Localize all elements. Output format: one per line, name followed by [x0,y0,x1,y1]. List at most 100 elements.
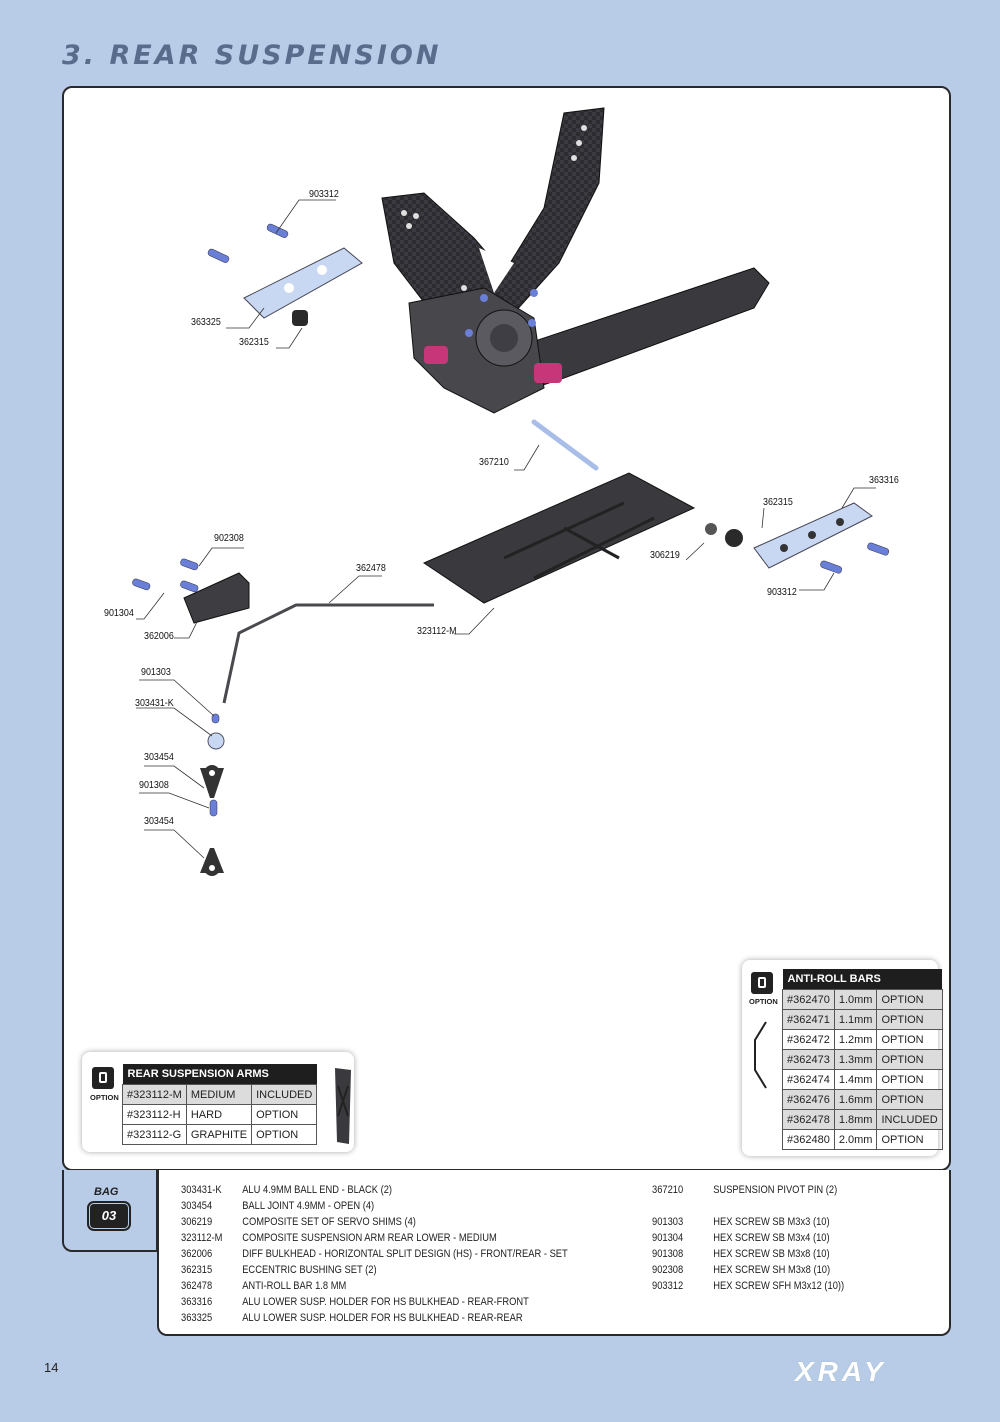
cell: #362480 [782,1129,835,1150]
table-header: REAR SUSPENSION ARMS [122,1064,317,1085]
part-label: 362478 [356,562,386,574]
part-label: 323112-M [417,625,457,637]
cell: OPTION [876,1129,943,1150]
thumbs-up-icon [92,1067,114,1089]
thumbs-up-icon [751,972,773,994]
cell: #362476 [782,1089,835,1110]
cell: #323112-G [122,1124,187,1145]
part-number: 362006 [181,1248,213,1260]
anti-roll-option-box: OPTION ANTI-ROLL BARS #362470 1.0mm OPTI… [742,960,943,1156]
susp-holder-rear [243,247,363,319]
page-title: 3. REAR SUSPENSION [62,40,442,71]
part-number: 323112-M [181,1232,223,1244]
cell: #362472 [782,1029,835,1050]
part-description: DIFF BULKHEAD - HORIZONTAL SPLIT DESIGN … [242,1248,568,1260]
parts-list-item: 362006 DIFF BULKHEAD - HORIZONTAL SPLIT D… [181,1248,568,1260]
cell: 1.2mm [833,1029,878,1050]
cell: GRAPHITE [185,1124,253,1145]
part-label: 362315 [763,496,793,508]
anti-roll-bar-icon [754,1021,767,1089]
part-number: 363325 [181,1312,213,1324]
cell: #362478 [782,1109,835,1130]
cell: #362471 [782,1009,835,1030]
option-word: OPTION [90,1093,119,1102]
part-description: HEX SCREW SB M3x3 (10) [713,1216,830,1228]
part-description: HEX SCREW SH M3x8 (10) [713,1264,831,1276]
brand-logo: XRAY [795,1356,887,1387]
part-description: ALU LOWER SUSP. HOLDER FOR HS BULKHEAD -… [242,1312,523,1324]
cell: 1.1mm [833,1009,878,1030]
parts-list-item: 901304 HEX SCREW SB M3x4 (10) [652,1232,830,1244]
part-number: 901304 [652,1232,684,1244]
part-number: 902308 [652,1264,684,1276]
cell: 1.6mm [833,1089,878,1110]
part-number: 903312 [652,1280,684,1292]
anti-roll-bar [222,603,434,704]
part-label: 363325 [191,316,221,328]
parts-list-item: 363325 ALU LOWER SUSP. HOLDER FOR HS BULK… [181,1312,523,1324]
table-row: #362474 1.4mm OPTION [782,1069,943,1090]
bag-label: BAG [94,1186,119,1198]
pivot-pin [531,419,599,471]
part-label: 367210 [479,456,509,468]
part-description: ECCENTRIC BUSHING SET (2) [242,1264,377,1276]
cell: OPTION [876,1009,943,1030]
bag-number: 03 [87,1201,131,1231]
part-description: HEX SCREW SB M3x4 (10) [713,1232,830,1244]
part-number: 303454 [181,1200,213,1212]
part-label: 902308 [214,532,244,544]
cell: #362474 [782,1069,835,1090]
part-label: 363316 [869,474,899,486]
table-row: #323112-M MEDIUM INCLUDED [122,1084,318,1105]
cell: 1.0mm [833,989,878,1010]
table-row: #362472 1.2mm OPTION [782,1029,943,1050]
parts-list-item: 901303 HEX SCREW SB M3x3 (10) [652,1216,830,1228]
part-label: 303454 [144,815,174,827]
table-row: #362473 1.3mm OPTION [782,1049,943,1070]
part-number: 363316 [181,1296,213,1308]
part-number: 901308 [652,1248,684,1260]
part-description: ALU 4.9MM BALL END - BLACK (2) [242,1184,393,1196]
part-label: 901308 [139,779,169,791]
table-header: ANTI-ROLL BARS [782,969,943,990]
parts-list-item: 903312 HEX SCREW SFH M3x12 (10)) [652,1280,844,1292]
cell: HARD [185,1104,253,1125]
cell: #362473 [782,1049,835,1070]
cell: INCLUDED [876,1109,943,1130]
part-label: 903312 [309,188,339,200]
part-description: HEX SCREW SFH M3x12 (10)) [713,1280,845,1292]
part-label: 362006 [144,630,174,642]
exploded-diagram [132,107,890,876]
cell: #323112-M [122,1084,187,1105]
cell: OPTION [876,1069,943,1090]
cell: #323112-H [122,1104,187,1125]
parts-list-item: 902308 HEX SCREW SH M3x8 (10) [652,1264,830,1276]
bulkhead-bracket [183,572,250,624]
part-label: 306219 [650,549,680,561]
cell: OPTION [876,1029,943,1050]
pink-outdrive-left [424,346,448,364]
part-number: 367210 [652,1184,684,1196]
part-description: SUSPENSION PIVOT PIN (2) [713,1184,838,1196]
cell: 2.0mm [833,1129,878,1150]
part-number: 306219 [181,1216,213,1228]
bag-tab: BAG 03 [62,1170,158,1252]
table-row: #362471 1.1mm OPTION [782,1009,943,1030]
part-label: 901303 [141,666,171,678]
pink-outdrive-right [534,363,562,383]
cell: #362470 [782,989,835,1010]
rear-arms-table: REAR SUSPENSION ARMS #323112-M MEDIUM IN… [122,1064,318,1145]
table-row: #362470 1.0mm OPTION [782,989,943,1010]
part-number: 901303 [652,1216,684,1228]
anti-roll-table: ANTI-ROLL BARS #362470 1.0mm OPTION #362… [782,969,943,1150]
cell: OPTION [876,1089,943,1110]
